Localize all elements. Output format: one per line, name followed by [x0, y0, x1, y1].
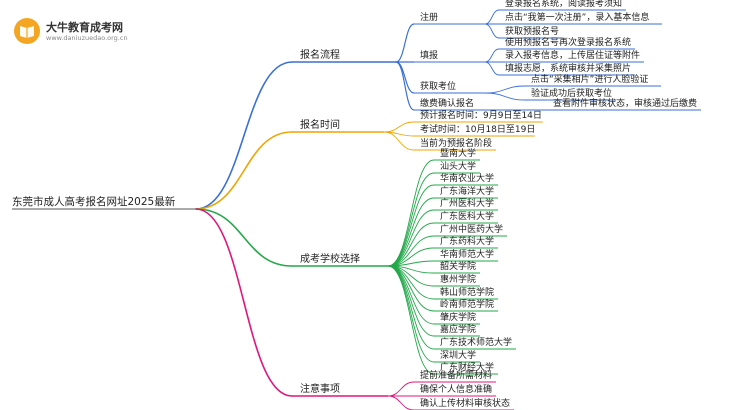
leaf-label: 填报志愿，系统审核并采集照片 — [505, 62, 631, 74]
leaf-label: 华南师范大学 — [440, 248, 494, 260]
leaf-label: 提前准备所需材料 — [420, 369, 492, 381]
leaf-label: 预计报名时间：9月9日至14日 — [420, 109, 542, 121]
leaf-label: 嘉应学院 — [440, 323, 476, 335]
sub-connector — [395, 23, 415, 63]
leaf-label: 点击“我第一次注册”，录入基本信息 — [505, 11, 649, 23]
sub-connector — [395, 61, 415, 111]
leaf-label: 汕头大学 — [440, 160, 476, 172]
book-icon — [14, 18, 40, 44]
leaf-label: 广东药科大学 — [440, 235, 494, 247]
leaf-label: 岭南师范学院 — [440, 298, 494, 310]
sub-topic-label: 注册 — [420, 11, 438, 23]
branch-connector-notes — [195, 208, 293, 397]
leaf-label: 确认上传材料审核状态 — [420, 397, 510, 409]
leaf-connector — [387, 265, 435, 375]
leaf-connector — [484, 23, 500, 39]
root-topic: 东莞市成人高考报名网址2025最新 — [12, 195, 176, 208]
leaf-connector — [387, 209, 435, 267]
branch-label-flow: 报名流程 — [300, 48, 340, 61]
branch-connector-school — [195, 208, 293, 267]
logo-title: 大牛教育成考网 — [46, 21, 123, 34]
leaf-connector — [484, 48, 500, 63]
leaf-label: 登录报名系统，阅读报考须知 — [505, 0, 622, 9]
leaf-label: 深圳大学 — [440, 349, 476, 361]
leaf-connector — [387, 381, 415, 397]
leaf-label: 广州中医药大学 — [440, 223, 503, 235]
leaf-connector — [387, 265, 435, 350]
leaf-label: 广东技术师范大学 — [440, 336, 512, 348]
leaf-connector — [387, 395, 415, 410]
leaf-label: 查看附件审核状态，审核通过后缴费 — [553, 97, 697, 109]
leaf-connector — [387, 265, 435, 363]
leaf-label: 获取预报名号 — [505, 25, 559, 37]
leaf-label: 验证成功后获取考位 — [531, 87, 612, 99]
branch-connector-time — [195, 131, 293, 210]
logo-url: www.daniuzuedao.org.cn — [46, 34, 128, 42]
leaf-connector — [383, 131, 415, 151]
leaf-connector — [484, 92, 526, 101]
leaf-label: 韩山师范学院 — [440, 286, 494, 298]
leaf-label: 当前为预报名阶段 — [420, 137, 492, 149]
leaf-label: 点击“采集相片”进行人脸验证 — [531, 73, 648, 85]
branch-label-notes: 注意事项 — [300, 382, 340, 395]
leaf-connector — [484, 61, 500, 76]
leaf-label: 使用预报名号再次登录报名系统 — [505, 36, 631, 48]
leaf-label: 录入报考信息，上传居住证等附件 — [505, 49, 640, 61]
leaf-label: 广州医科大学 — [440, 197, 494, 209]
leaf-connector — [387, 172, 435, 267]
leaf-connector — [387, 184, 435, 267]
site-logo: 大牛教育成考网 www.daniuzuedao.org.cn — [14, 18, 144, 44]
sub-topic-label: 缴费确认报名 — [420, 97, 474, 109]
sub-topic-label: 获取考位 — [420, 80, 456, 92]
leaf-label: 广东医科大学 — [440, 210, 494, 222]
leaf-label: 韶关学院 — [440, 260, 476, 272]
leaf-label: 惠州学院 — [440, 273, 476, 285]
leaf-label: 暨南大学 — [440, 147, 476, 159]
sub-topic-label: 填报 — [420, 49, 438, 61]
leaf-connector — [383, 121, 415, 133]
branch-connector-flow — [195, 61, 293, 210]
leaf-connector — [387, 197, 435, 267]
leaf-connector — [484, 9, 500, 25]
leaf-label: 确保个人信息准确 — [420, 383, 492, 395]
leaf-connector — [484, 85, 526, 94]
branch-label-time: 报名时间 — [300, 118, 340, 131]
branch-label-school: 成考学校选择 — [300, 252, 360, 265]
leaf-connector — [387, 159, 435, 267]
leaf-label: 广东财经大学 — [440, 361, 494, 373]
leaf-label: 广东海洋大学 — [440, 185, 494, 197]
leaf-connector — [387, 222, 435, 267]
leaf-label: 肇庆学院 — [440, 311, 476, 323]
leaf-label: 考试时间：10月18日至19日 — [420, 123, 535, 135]
leaf-label: 华南农业大学 — [440, 172, 494, 184]
